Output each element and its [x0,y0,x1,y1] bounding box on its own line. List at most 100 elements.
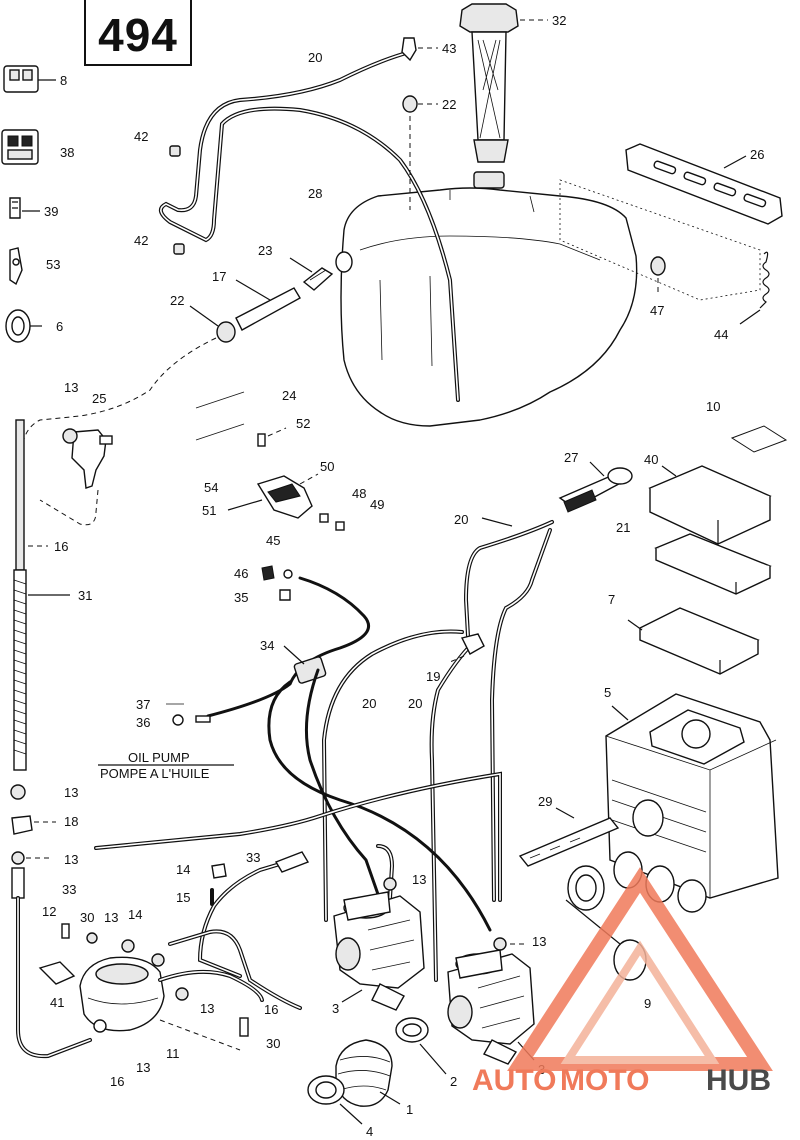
part-41-gasket [38,961,76,985]
part-28-fuel-tank [335,171,638,427]
part-48-49-screws [319,513,345,531]
callout-20: 20 [308,50,322,65]
watermark-moto: MOTO [560,1064,649,1097]
part-24-label [195,391,245,441]
callout-44: 44 [714,327,728,342]
callout-4: 4 [366,1124,373,1139]
callout-27: 27 [564,450,578,465]
part-44-spring [739,251,770,325]
part-4-clamp [307,1075,363,1125]
watermark-text: AUTO MOTO HUB [472,1064,771,1097]
callout-24: 24 [282,388,296,403]
callout-37: 37 [136,697,150,712]
callout-33b: 33 [62,882,76,897]
callout-14a: 14 [176,862,190,877]
callout-34: 34 [260,638,274,653]
callout-6: 6 [56,319,63,334]
callout-14b: 14 [128,907,142,922]
callout-17: 17 [212,269,226,284]
part-12-30-screws [61,923,249,1037]
callout-26: 26 [750,147,764,162]
part-39-clip [9,197,40,219]
oil-pump-caption: OIL PUMP [128,750,190,765]
part-31-pump-line [13,419,70,771]
callout-1: 1 [406,1102,413,1117]
part-53-terminal [9,247,23,286]
callout-13c: 13 [64,852,78,867]
part-38-connector [1,129,39,165]
callout-22: 22 [442,97,456,112]
callout-11: 11 [166,1046,180,1061]
callout-42b: 42 [134,233,148,248]
part-20-fuel-lines-mid [321,517,554,982]
callout-30a: 30 [80,910,94,925]
callout-22b: 22 [170,293,184,308]
callout-13h: 13 [136,1060,150,1075]
callout-39: 39 [44,204,58,219]
part-43-elbow [401,37,438,62]
callout-31: 31 [78,588,92,603]
callout-28: 28 [308,186,322,201]
part-29-strap [518,807,620,867]
part-23-fitting [289,257,334,291]
part-14-15-fittings [168,863,302,1010]
callout-10: 10 [706,399,720,414]
part-26-bracket [559,143,783,301]
callout-53: 53 [46,257,60,272]
callout-50: 50 [320,459,334,474]
callout-16c: 16 [110,1074,124,1089]
part-20-fuel-line-top [158,50,460,402]
part-3-carburetor-right [447,949,535,1065]
part-11-oil-pump [79,956,241,1051]
callout-23: 23 [258,243,272,258]
callout-16a: 16 [54,539,68,554]
part-33-oil-line [94,771,502,978]
oil-pump-caption-fr: POMPE A L'HUILE [100,766,210,781]
callout-46: 46 [234,566,248,581]
callout-16b: 16 [264,1002,278,1017]
part-22-grommet-top [402,95,438,210]
callout-20d: 20 [408,696,422,711]
callout-layer: 8 38 39 53 6 20 43 32 22 42 26 28 42 23 … [42,13,764,1139]
part-32-fuel-sender [459,3,548,163]
callout-13a: 13 [64,380,78,395]
part-17-tube [235,279,301,331]
part-50-valve [227,473,319,519]
callout-9: 9 [644,996,651,1011]
part-3-carburetor-left [333,891,425,1011]
callout-5: 5 [604,685,611,700]
callout-13b: 13 [64,785,78,800]
callout-19: 19 [426,669,440,684]
callout-36: 36 [136,715,150,730]
part-19-tee [449,633,485,663]
callout-45: 45 [266,533,280,548]
part-1-intake-boot [335,1039,401,1107]
callout-3a: 3 [332,1001,339,1016]
part-10-label [730,425,788,453]
callout-15: 15 [176,890,190,905]
callout-20b: 20 [454,512,468,527]
callout-40: 40 [644,452,658,467]
callout-42: 42 [134,129,148,144]
watermark-logo [507,867,773,1071]
part-6-clamp [5,309,42,343]
part-8-connector [3,65,56,93]
callout-29: 29 [538,794,552,809]
callout-21: 21 [616,520,630,535]
part-18-13-fittings [10,784,56,899]
callout-54: 54 [204,480,218,495]
callout-35: 35 [234,590,248,605]
part-5-airbox [605,693,779,913]
part-2-clamp [395,1017,447,1075]
callout-20c: 20 [362,696,376,711]
part-22-grommet-mid [21,305,236,461]
part-7-filter-frame [627,607,760,675]
callout-43: 43 [442,41,456,56]
callout-48: 48 [352,486,366,501]
callout-33a: 33 [246,850,260,865]
callout-41: 41 [50,995,64,1010]
callout-51: 51 [202,503,216,518]
callout-13e: 13 [104,910,118,925]
